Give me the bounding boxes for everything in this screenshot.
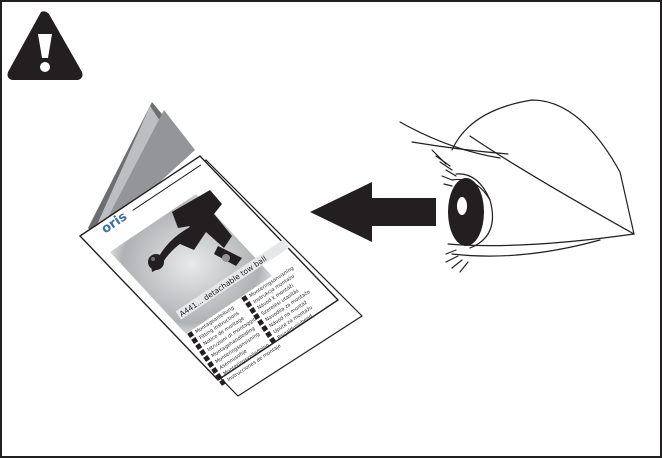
manual-booklet: oris A441... detachable tow [80,102,362,396]
arrow-left-icon [310,182,436,242]
warning-triangle-icon [8,11,83,80]
eye-icon [400,100,634,272]
eye-highlight [457,197,467,215]
eye-iris [448,178,484,246]
